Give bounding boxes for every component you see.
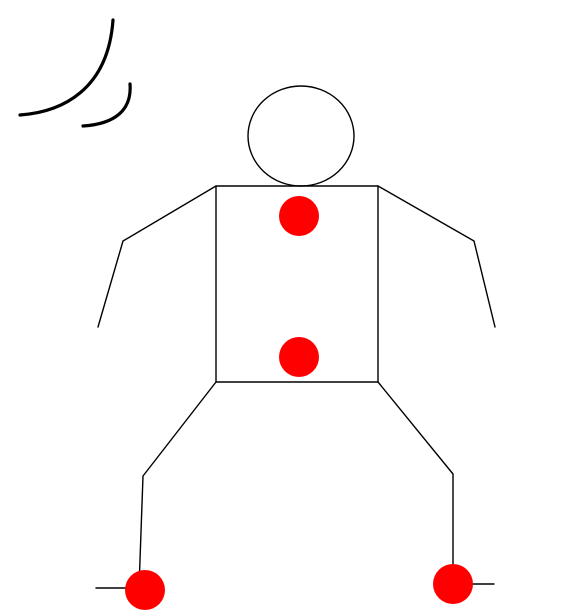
left-leg: [138, 381, 217, 589]
left-foot-marker: [125, 570, 165, 610]
signal-arc-small: [81, 82, 132, 128]
upper-torso-marker: [279, 196, 319, 236]
left-arm: [97, 185, 217, 328]
right-foot-marker: [433, 564, 473, 604]
signal-arc-large: [18, 18, 115, 117]
signal-arcs: [18, 18, 132, 128]
right-leg: [377, 381, 454, 585]
right-arm: [377, 185, 496, 328]
torso: [215, 185, 379, 383]
head: [247, 85, 355, 187]
lower-torso-marker: [279, 337, 319, 377]
